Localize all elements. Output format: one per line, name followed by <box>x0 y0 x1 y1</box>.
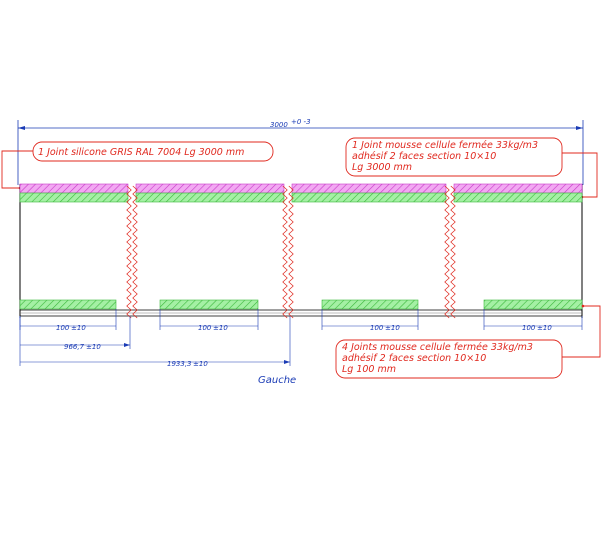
pads-note-line-3: Lg 100 mm <box>342 364 396 375</box>
foam-note-line-3: Lg 3000 mm <box>352 162 412 173</box>
foam-strip-top-3 <box>291 192 447 203</box>
overall-dimension-tolerance: +0 -3 <box>291 118 311 126</box>
silicone-joint-note: 1 Joint silicone GRIS RAL 7004 Lg 3000 m… <box>1 141 274 190</box>
foam-pad-3 <box>321 299 419 310</box>
dimension-966-value: 966,7 <box>64 343 85 351</box>
foam-pad-2 <box>159 299 259 310</box>
pad-dim-4: 100 ±10 <box>483 309 583 332</box>
foam-pad-4 <box>483 299 583 310</box>
pads-note-line-2: adhésif 2 faces section 10×10 <box>342 353 486 364</box>
silicone-strip-4 <box>453 183 583 194</box>
dimension-966: 966,7 ±10 <box>19 316 131 366</box>
dimension-1933-tol: ±10 <box>193 360 208 368</box>
overall-dimension: 3000 +0 -3 <box>17 118 584 185</box>
dimension-966-tol: ±10 <box>86 343 101 351</box>
pad-dimensions: 100 ±10 100 ±10 100 ±10 100 ±10 <box>19 309 583 332</box>
pad-dim-4-value: 100 <box>522 324 536 332</box>
pad-dim-3: 100 ±10 <box>321 309 419 332</box>
foam-pad-1 <box>19 299 117 310</box>
pad-dim-2-tol: ±10 <box>213 324 228 332</box>
foam-pads-note: 4 Joints mousse cellule fermée 33kg/m3 a… <box>335 304 601 379</box>
foam-strip-top-1 <box>19 192 129 203</box>
silicone-strip-1 <box>19 183 129 194</box>
break-line-2 <box>132 185 138 319</box>
pad-dim-2: 100 ±10 <box>159 309 259 332</box>
pad-dim-1-tol: ±10 <box>71 324 86 332</box>
pad-dim-1-value: 100 <box>56 324 70 332</box>
pad-dim-1: 100 ±10 <box>19 309 117 332</box>
overall-dimension-value: 3000 <box>270 121 288 129</box>
pads-note-line-1: 4 Joints mousse cellule fermée 33kg/m3 <box>342 342 533 353</box>
dimension-1933-value: 1933,3 <box>167 360 192 368</box>
foam-note-line-1: 1 Joint mousse cellule fermée 33kg/m3 <box>352 140 538 151</box>
foam-strip-top-2 <box>135 192 285 203</box>
pad-dim-4-tol: ±10 <box>537 324 552 332</box>
break-line-1 <box>126 185 132 319</box>
foam-strip-top-4 <box>453 192 583 203</box>
break-line-4 <box>288 185 294 319</box>
pad-dim-3-value: 100 <box>370 324 384 332</box>
silicone-strip-2 <box>135 183 285 194</box>
foam-note-line-2: adhésif 2 faces section 10×10 <box>352 151 496 162</box>
break-line-6 <box>450 185 456 319</box>
dimension-1933: 1933,3 ±10 <box>20 316 291 368</box>
break-line-5 <box>444 185 450 319</box>
pad-dim-2-value: 100 <box>198 324 212 332</box>
side-label: Gauche <box>258 375 296 386</box>
pad-dim-3-tol: ±10 <box>385 324 400 332</box>
silicone-strip-3 <box>291 183 447 194</box>
break-line-3 <box>282 185 288 319</box>
silicone-joint-note-text: 1 Joint silicone GRIS RAL 7004 Lg 3000 m… <box>38 147 244 158</box>
panel-assembly <box>19 183 583 319</box>
